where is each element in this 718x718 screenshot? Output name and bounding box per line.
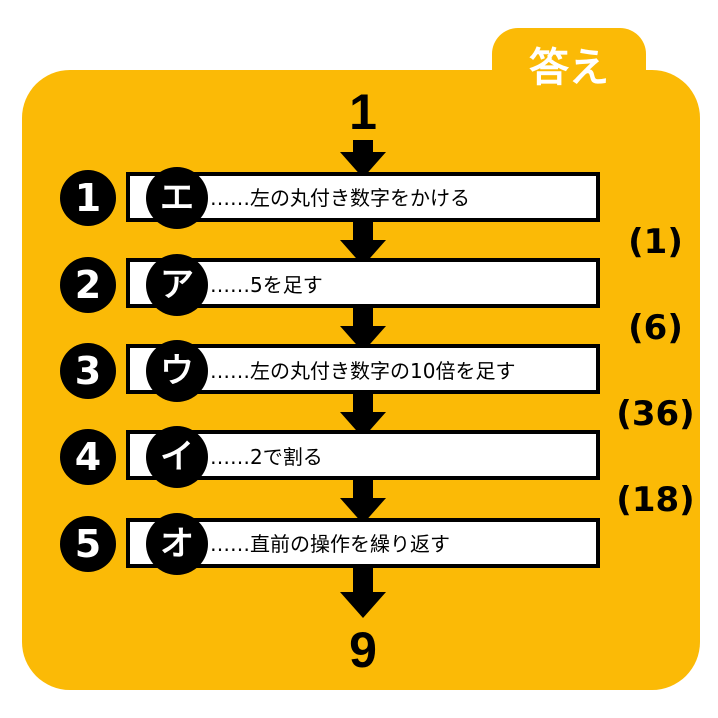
intermediate-value: (18) [616,480,695,520]
step-box [126,258,600,308]
step-number: 1 [60,170,116,226]
step-letter: エ [146,167,208,229]
step-text: ……左の丸付き数字の10倍を足す [210,359,516,383]
intermediate-value: (36) [616,394,695,434]
arrow-shaft [353,222,373,242]
arrow-shaft [353,308,373,328]
arrow-shaft [353,568,373,594]
end-value: 9 [349,622,377,678]
step-number: 3 [60,343,116,399]
arrow-shaft [353,394,373,414]
intermediate-value: (1) [628,222,683,262]
intermediate-value: (6) [628,308,683,348]
step-letter: ウ [146,340,208,402]
step-number: 2 [60,257,116,313]
step-number: 4 [60,429,116,485]
step-letter: ア [146,254,208,316]
arrow-down-icon [340,592,386,618]
step-text: ……2で割る [210,445,323,469]
start-value: 1 [349,84,377,140]
step-text: ……直前の操作を繰り返す [210,532,450,556]
arrow-shaft [353,480,373,500]
step-letter: イ [146,426,208,488]
answer-title: 答え [529,45,609,91]
step-text: ……左の丸付き数字をかける [210,186,470,210]
step-text: ……5を足す [210,273,323,297]
step-number: 5 [60,516,116,572]
step-letter: オ [146,513,208,575]
